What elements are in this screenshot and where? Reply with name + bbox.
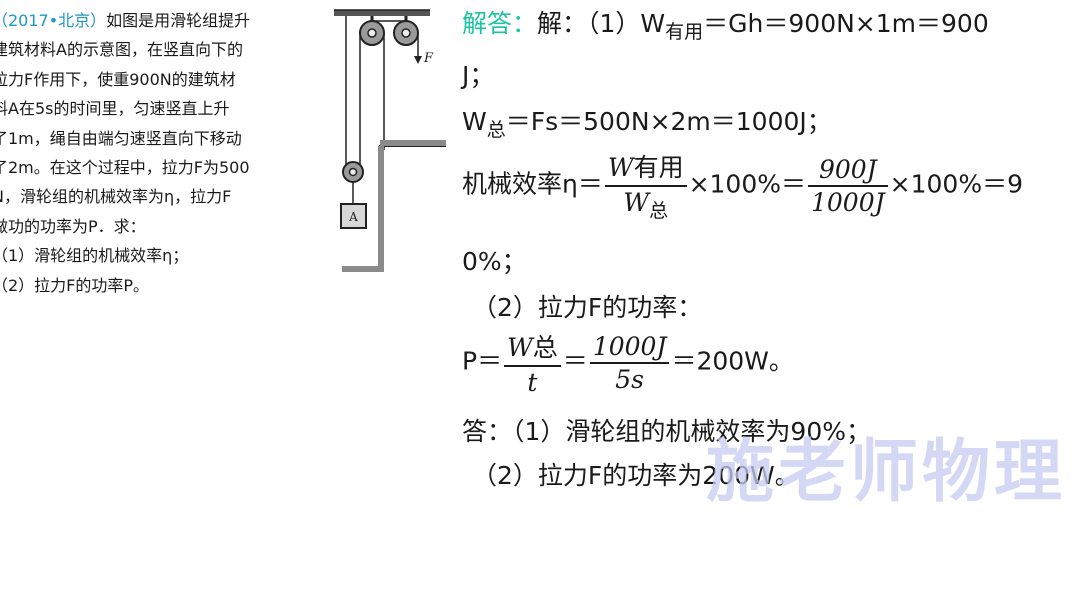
solution-part2-title: （2）拉力F的功率：	[472, 293, 703, 322]
force-label: F	[423, 51, 434, 66]
fixed-pulley-left	[359, 20, 385, 46]
solution-line-1: 解答：解：（1）W有用＝Gh＝900N×1m＝900	[462, 9, 989, 43]
watermark-text: 施老师物理	[706, 433, 1067, 512]
question-line-1: （2017•北京）如图是用滑轮组提升	[0, 6, 332, 35]
solution-line-3: W总＝Fs＝500N×2m＝1000J；	[462, 107, 832, 141]
solution-line-wrap: 0%；	[462, 247, 527, 276]
question-tag: （2017•北京）	[0, 11, 107, 30]
question-line-9: （1）滑轮组的机械效率η；	[0, 246, 189, 266]
question-line-3: 拉力F作用下，使重900N的建筑材	[0, 69, 236, 89]
answer-line-2: （2）拉力F的功率为200W。	[472, 461, 800, 490]
question-line-10: （2）拉力F的功率P。	[0, 275, 150, 295]
question-line-8: 做功的功率为P．求：	[0, 216, 146, 236]
solution-line-2: J；	[462, 61, 495, 90]
question-line-7: N，滑轮组的机械效率为η，拉力F	[0, 187, 232, 207]
answer-line-1: 答：（1）滑轮组的机械效率为90%；	[462, 417, 871, 446]
question-line-2: 建筑材料A的示意图，在竖直向下的	[0, 40, 243, 60]
question-line-5: 了1m，绳自由端匀速竖直向下移动	[0, 128, 242, 148]
fixed-pulley-right	[393, 20, 419, 46]
question-text: （2017•北京）如图是用滑轮组提升 建筑材料A的示意图，在竖直向下的 拉力F作…	[0, 6, 332, 300]
movable-pulley	[342, 161, 364, 183]
block-label: A	[348, 210, 358, 224]
question-line-4: 料A在5s的时间里，匀速竖直上升	[0, 99, 230, 119]
pulley-diagram: F A	[334, 9, 446, 272]
solution-heading: 解答：	[462, 9, 538, 38]
block-a	[340, 203, 367, 229]
question-line-6: 了2m。在这个过程中，拉力F为500	[0, 158, 250, 178]
